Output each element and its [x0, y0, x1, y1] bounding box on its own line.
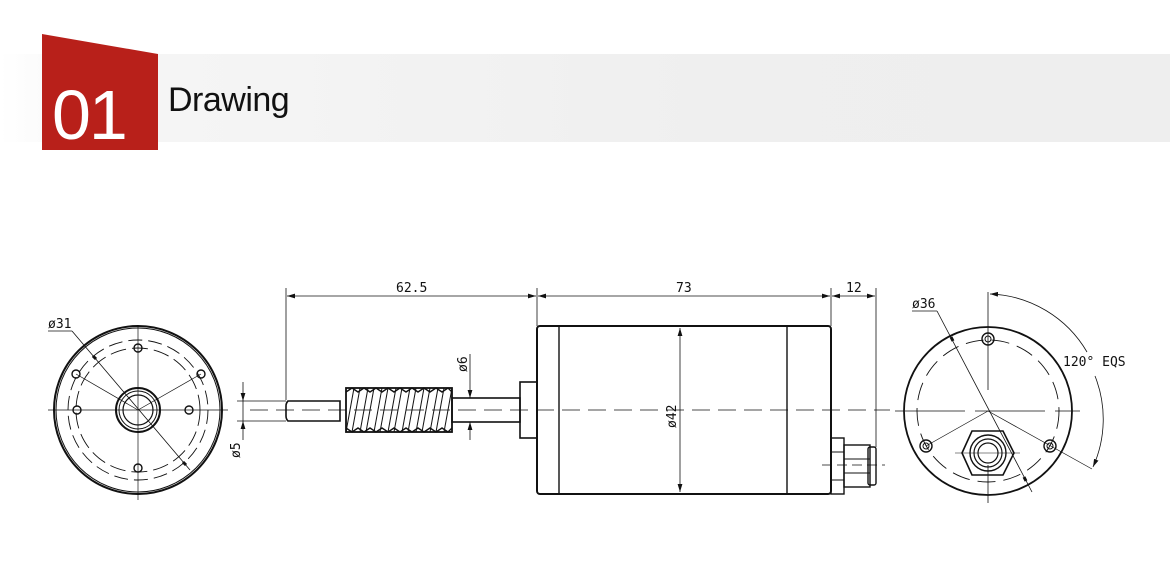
front-view [48, 325, 228, 500]
worm-shaft-diameter-label: ø6 [456, 356, 471, 372]
front-hole-bottom [133, 463, 143, 473]
section-number-badge: 01 [42, 34, 158, 150]
front-hole-left [72, 405, 82, 415]
connector-length-label: 12 [846, 281, 862, 296]
section-number: 01 [52, 76, 128, 154]
front-hole-right [184, 405, 194, 415]
body-diameter-label: ø42 [665, 405, 680, 428]
front-hole-top [133, 343, 143, 353]
front-diameter-label: ø31 [48, 317, 71, 332]
front-hole-upper-right [196, 369, 206, 379]
cable-connector [822, 437, 885, 495]
shaft-length-label: 62.5 [396, 281, 427, 296]
section-title: Drawing [168, 81, 290, 119]
side-view [237, 288, 890, 495]
rear-diameter-label: ø36 [912, 297, 935, 312]
shaft-tip-diameter-label: ø5 [229, 442, 244, 458]
section-header-band [0, 54, 1170, 142]
front-hole-upper-left [71, 369, 81, 379]
shaft-tip [285, 400, 341, 422]
front-diameter-leader [71, 330, 191, 471]
badge-shape [42, 34, 158, 150]
body-length-label: 73 [676, 281, 692, 296]
rear-view [895, 291, 1104, 503]
hole-spacing-label: 120° EQS [1063, 355, 1126, 370]
worm-gear [345, 387, 453, 433]
motor-body [536, 325, 832, 495]
